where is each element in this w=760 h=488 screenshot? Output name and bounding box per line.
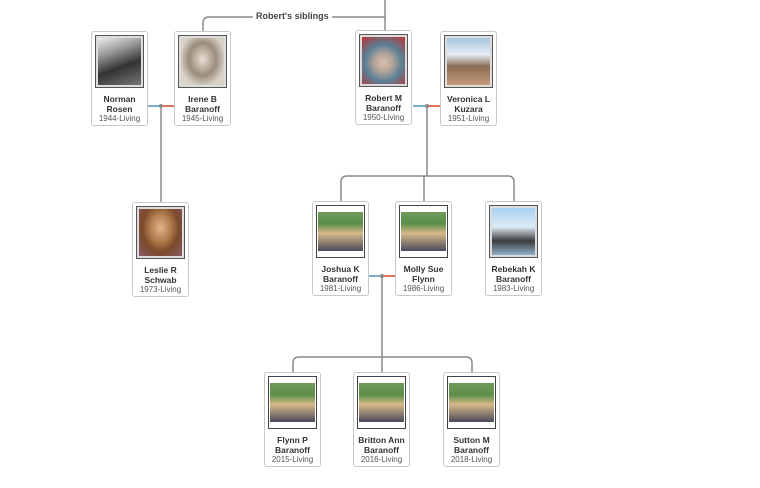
person-dates: 1983-Living (492, 284, 535, 293)
person-dates: 1986-Living (402, 284, 445, 293)
person-dates: 2015-Living (271, 455, 314, 464)
person-dates: 1981-Living (319, 284, 362, 293)
person-photo (359, 34, 408, 87)
person-photo (316, 205, 365, 258)
person-dates: 2018-Living (450, 455, 493, 464)
person-photo (447, 376, 496, 429)
couple-dot (425, 104, 429, 108)
children-line-joshua (292, 276, 473, 372)
person-photo (489, 205, 538, 258)
person-dates: 1950-Living (362, 113, 405, 122)
person-photo (399, 205, 448, 258)
person-dates: 1945-Living (181, 114, 224, 123)
person-photo (178, 35, 227, 88)
person-dates: 1944-Living (98, 114, 141, 123)
person-dates: 1951-Living (447, 114, 490, 123)
couple-dot (159, 104, 163, 108)
siblings-line (202, 16, 385, 31)
person-photo (357, 376, 406, 429)
person-dates: 2016-Living (360, 455, 403, 464)
person-photo (268, 376, 317, 429)
person-photo (136, 206, 185, 259)
siblings-label: Robert's siblings (253, 11, 332, 21)
person-photo (95, 35, 144, 88)
person-dates: 1973-Living (139, 285, 182, 294)
couple-dot (380, 274, 384, 278)
person-photo (444, 35, 493, 88)
children-line-robert (340, 106, 515, 201)
